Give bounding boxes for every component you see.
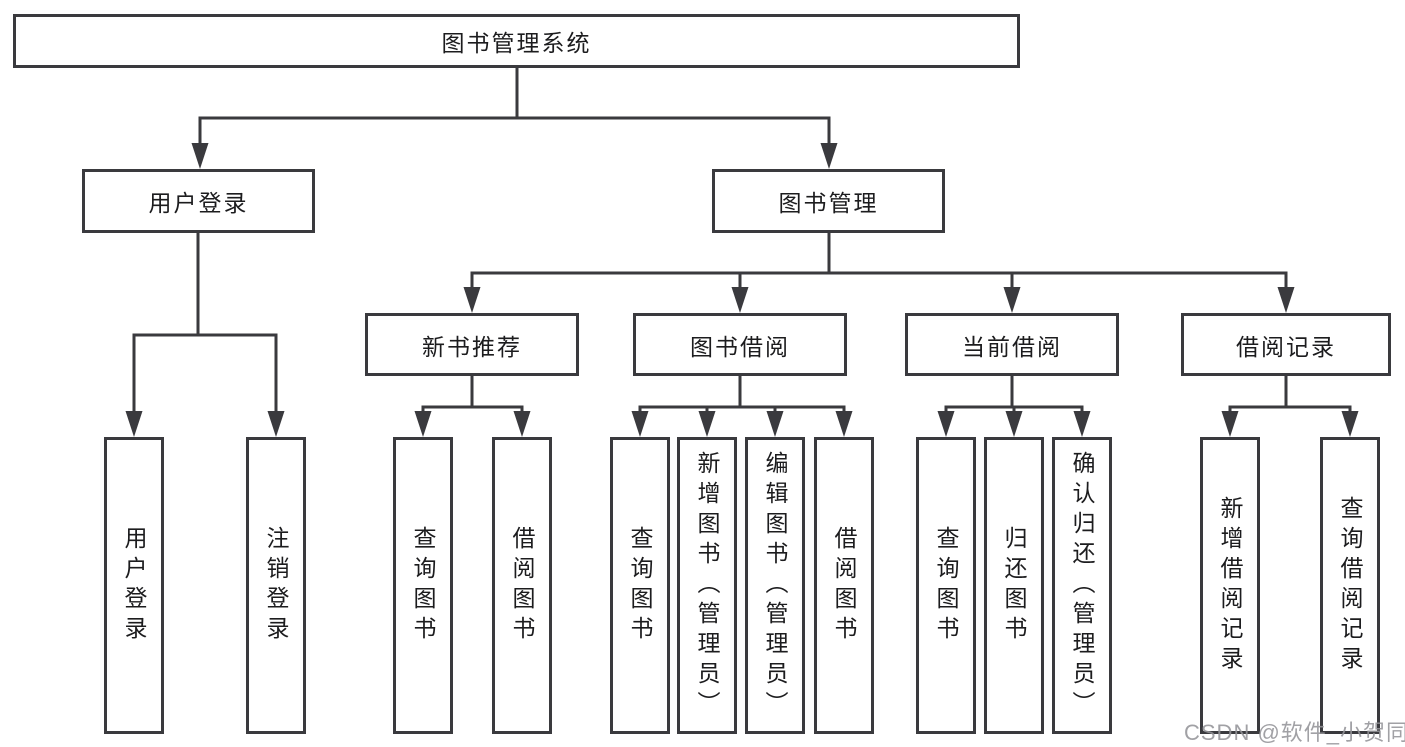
arrowhead-icon [731,287,749,313]
leaf-recommend-query-book: 查询图书 [393,437,453,734]
arrowhead-icon [1277,287,1295,313]
arrowhead-icon [513,411,531,437]
arrowhead-icon [191,143,209,169]
connector-recommend-branch [421,374,524,422]
node-root: 图书管理系统 [13,14,1020,68]
node-borrow-records: 借阅记录 [1181,313,1391,376]
arrowhead-icon [1005,411,1023,437]
leaf-recommend-borrow-book: 借阅图书 [492,437,552,734]
arrowhead-icon [631,411,649,437]
leaf-borrow-query-book: 查询图书 [610,437,670,734]
leaf-user-login: 用户登录 [104,437,164,734]
arrowhead-icon [125,411,143,437]
arrowhead-icon [1221,411,1239,437]
arrowhead-icon [698,411,716,437]
connector-current-branch [944,374,1084,422]
arrowhead-icon [937,411,955,437]
leaf-borrow-add-book-admin: 新增图书（管理员） [677,437,737,734]
connector-borrow-branch [638,374,846,422]
leaf-records-query-record: 查询借阅记录 [1320,437,1380,734]
leaf-logout: 注销登录 [246,437,306,734]
connector-records-branch [1228,374,1352,422]
arrowhead-icon [835,411,853,437]
watermark: CSDN @软件_小贺同学 [1184,720,1405,745]
connector-bookmgmt-branch [470,231,1288,298]
arrowhead-icon [820,143,838,169]
node-user-login: 用户登录 [82,169,315,233]
arrowhead-icon [766,411,784,437]
leaf-records-add-record: 新增借阅记录 [1200,437,1260,734]
connector-root-to-level2 [198,66,831,154]
node-book-management: 图书管理 [712,169,945,233]
leaf-borrow-borrow-book: 借阅图书 [814,437,874,734]
arrowhead-icon [1073,411,1091,437]
leaf-current-query-book: 查询图书 [916,437,976,734]
arrowhead-icon [463,287,481,313]
arrowhead-icon [267,411,285,437]
connector-userlogin-branch [132,231,278,422]
node-new-book-recommend: 新书推荐 [365,313,579,376]
arrowhead-icon [1341,411,1359,437]
node-current-borrow: 当前借阅 [905,313,1119,376]
leaf-current-confirm-return-admin: 确认归还（管理员） [1052,437,1112,734]
leaf-current-return-book: 归还图书 [984,437,1044,734]
arrowhead-icon [1003,287,1021,313]
leaf-borrow-edit-book-admin: 编辑图书（管理员） [745,437,805,734]
node-book-borrow: 图书借阅 [633,313,847,376]
arrowhead-icon [414,411,432,437]
